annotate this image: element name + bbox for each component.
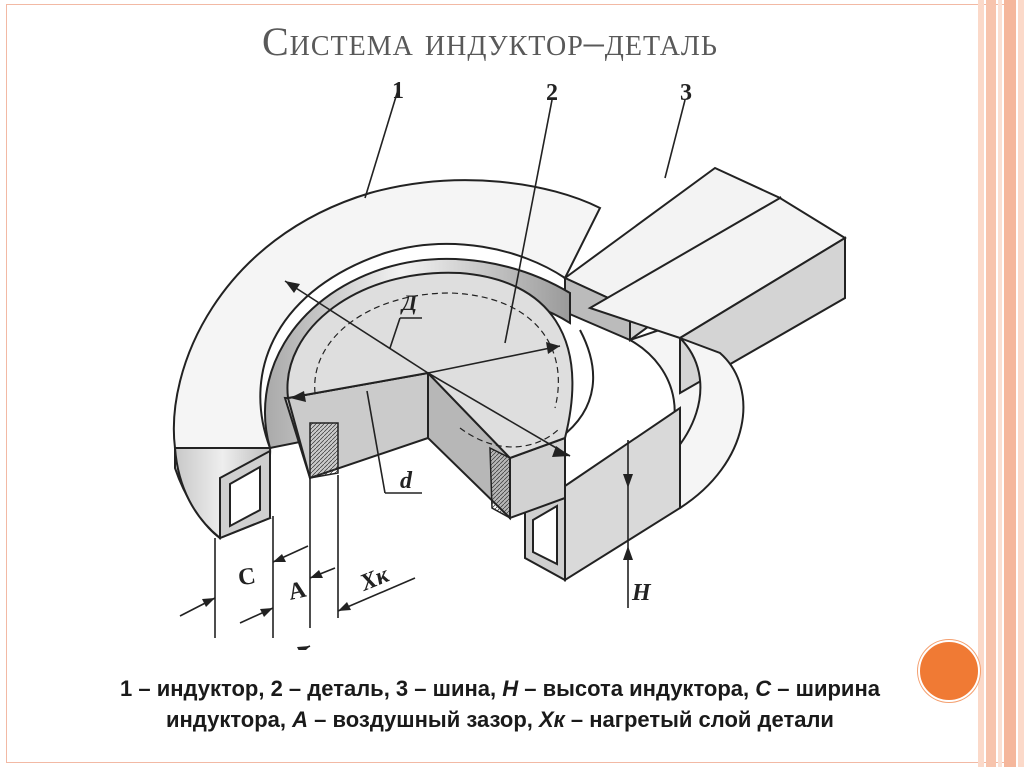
decorative-stripes [978,0,1024,767]
label-Xk: Xк [356,562,394,597]
label-H: H [631,580,652,606]
label-D: Д [400,290,418,315]
orange-circle-decoration [918,640,980,702]
label-bus: 3 [680,80,692,106]
label-d: d [400,468,413,494]
bus-bar-lower [524,196,847,582]
slide-title: Система индуктор–деталь [261,19,718,64]
label-part: 2 [546,80,558,106]
label-inductor: 1 [392,78,404,104]
inductor-part-diagram: 1 2 3 Д d C A Xк H [172,78,847,650]
label-A: A [286,577,309,606]
figure-caption: 1 – индуктор, 2 – деталь, 3 – шина, H – … [120,676,880,732]
label-C: C [236,563,257,591]
part-disk [283,271,574,521]
dimension-lines [179,89,686,650]
